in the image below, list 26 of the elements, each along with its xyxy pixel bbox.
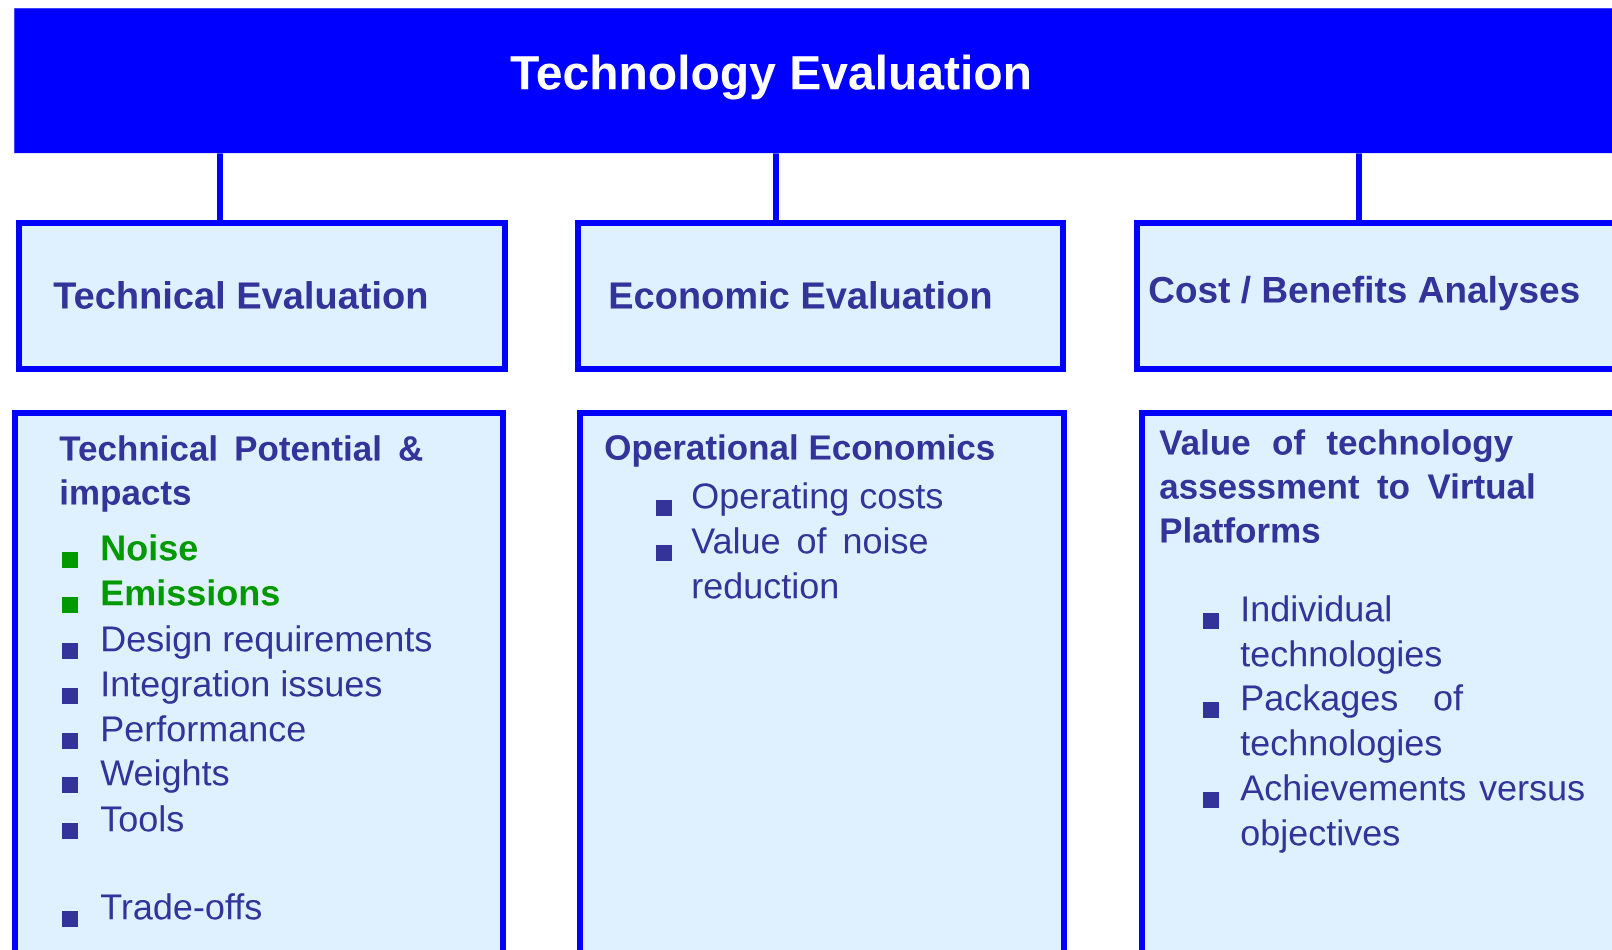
category-box: Technical Evaluation — [16, 220, 508, 372]
bullet-item: Design requirements — [62, 625, 432, 659]
panel-box — [1139, 410, 1612, 950]
bullet-item: Value of noise reduction — [656, 527, 927, 599]
category-box: Economic Evaluation — [575, 220, 1066, 372]
heading-text: Technical Potential & impacts — [59, 435, 423, 512]
bullet-item: Packages of technologies — [1203, 684, 1464, 763]
bullet-item: Trade-offs — [62, 893, 261, 927]
panel-box — [577, 410, 1067, 950]
connector-line — [773, 153, 779, 220]
category-box: Cost / Benefits Analyses — [1134, 220, 1612, 372]
bullet-item: Operating costs — [656, 482, 943, 516]
bullet-item: Weights — [62, 759, 229, 793]
panel-box — [12, 410, 506, 950]
bullet-item: Emissions — [62, 579, 279, 613]
bullet-item: Integration issues — [62, 670, 382, 704]
title-bar: Technology Evaluation — [14, 8, 1612, 154]
bullet-item: Tools — [62, 805, 183, 839]
bullet-item: Performance — [62, 715, 305, 749]
connector-line — [217, 153, 223, 220]
bullet-item: Achievements versus objectives — [1203, 774, 1584, 853]
connector-line — [1356, 153, 1362, 220]
heading-text: Value of technology assessment to Virtual Platforms — [1159, 429, 1534, 543]
bullet-item: Individual technologies — [1203, 595, 1441, 674]
bullet-item: Noise — [62, 534, 197, 568]
heading-text: Operational Economics — [605, 434, 994, 467]
